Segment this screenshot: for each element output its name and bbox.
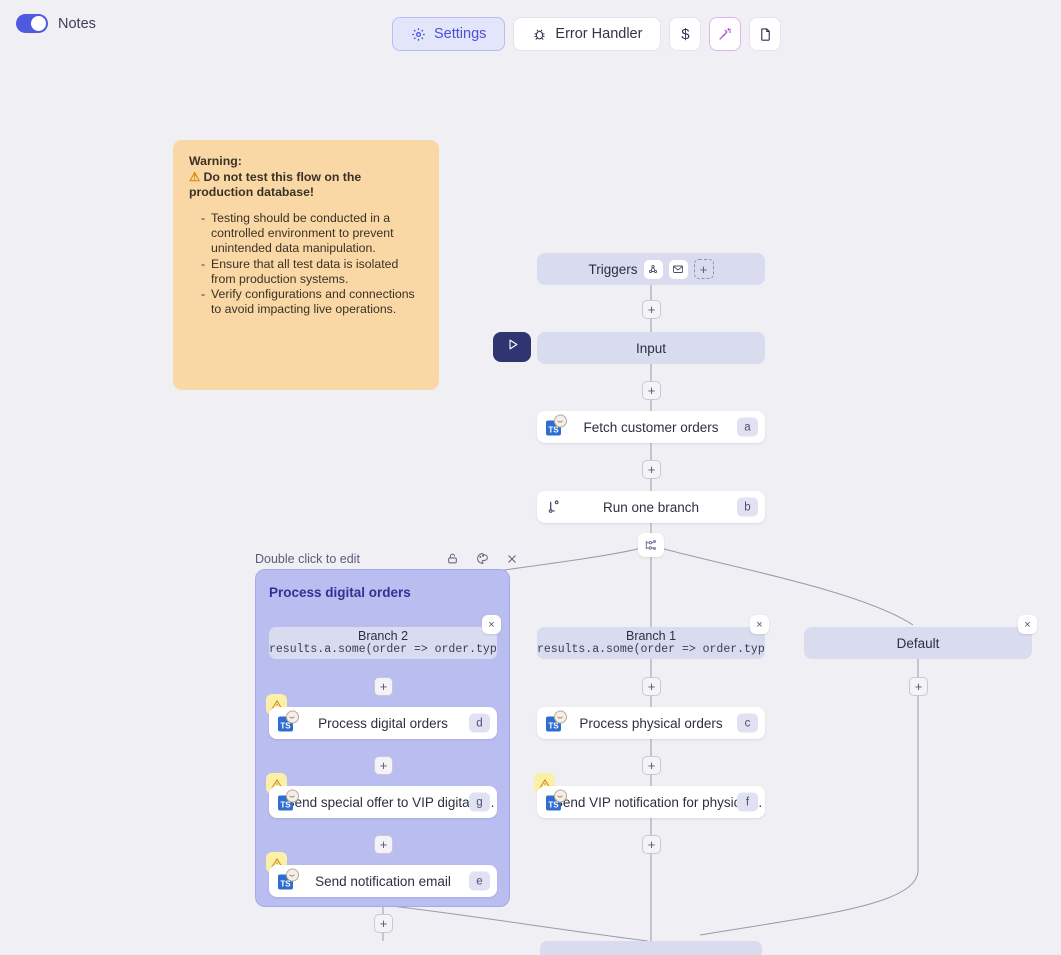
branch-default-header[interactable]: Default xyxy=(804,627,1032,659)
close-icon[interactable] xyxy=(506,552,518,570)
branch-name: Branch 2 xyxy=(357,628,409,643)
add-trigger-button[interactable]: + xyxy=(693,259,714,279)
settings-label: Settings xyxy=(434,26,487,42)
palette-icon[interactable] xyxy=(476,552,489,570)
list-item: Testing should be conducted in a control… xyxy=(201,211,423,256)
node-send-notification-email[interactable]: TS Send notification email e xyxy=(269,865,497,897)
gear-icon xyxy=(411,27,426,42)
node-key: d xyxy=(469,713,490,733)
settings-button[interactable]: Settings xyxy=(392,17,506,51)
node-fetch-customer-orders[interactable]: TS Fetch customer orders a xyxy=(537,411,765,443)
branch-1-header[interactable]: Branch 1 results.a.some(order => order.t… xyxy=(537,627,765,659)
list-item: Ensure that all test data is isolated fr… xyxy=(201,257,423,287)
add-step-button[interactable]: + xyxy=(374,677,393,696)
bug-icon xyxy=(532,27,547,42)
magic-wand-icon xyxy=(717,26,733,42)
error-handler-label: Error Handler xyxy=(555,26,643,42)
group-title: Process digital orders xyxy=(269,585,411,600)
cost-button[interactable]: $ xyxy=(669,17,702,51)
triggers-label: Triggers xyxy=(588,261,638,277)
run-icon xyxy=(505,337,520,357)
warning-note-card[interactable]: Warning: ⚠ Do not test this flow on the … xyxy=(173,140,439,390)
add-step-button[interactable]: + xyxy=(642,381,661,400)
run-workflow-button[interactable] xyxy=(493,332,531,362)
typescript-icon: TS xyxy=(278,868,299,890)
branch-2-header[interactable]: Branch 2 results.a.some(order => order.t… xyxy=(269,627,497,659)
typescript-icon: TS xyxy=(278,710,299,732)
note-heading: Warning: xyxy=(189,154,242,168)
branch-1-close-button[interactable]: × xyxy=(750,615,769,634)
node-process-digital-orders[interactable]: TS Process digital orders d xyxy=(269,707,497,739)
input-label: Input xyxy=(635,340,667,356)
notes-toggle[interactable] xyxy=(16,14,48,33)
node-process-physical-orders[interactable]: TS Process physical orders c xyxy=(537,707,765,739)
warning-emoji-icon: ⚠ xyxy=(189,169,201,184)
add-step-button[interactable]: + xyxy=(374,835,393,854)
node-title: Fetch customer orders xyxy=(583,419,719,435)
branch-name: Branch 1 xyxy=(625,628,677,643)
add-step-button[interactable]: + xyxy=(909,677,928,696)
node-key: a xyxy=(737,417,758,437)
typescript-icon: TS xyxy=(278,789,299,811)
node-key: b xyxy=(737,497,758,517)
list-item: Verify configurations and connections to… xyxy=(201,287,423,317)
add-step-button[interactable]: + xyxy=(374,914,393,933)
node-key: f xyxy=(737,792,758,812)
node-run-one-branch[interactable]: Run one branch b xyxy=(537,491,765,523)
note-subheading: ⚠ Do not test this flow on the productio… xyxy=(189,169,362,200)
branch-name: Default xyxy=(896,635,940,651)
triggers-node[interactable]: Triggers + xyxy=(537,253,765,285)
add-step-button[interactable]: + xyxy=(374,756,393,775)
node-title: Send notification email xyxy=(315,873,451,889)
input-node[interactable]: Input xyxy=(537,332,765,364)
envelope-icon[interactable] xyxy=(668,259,688,279)
add-step-button[interactable]: + xyxy=(642,460,661,479)
typescript-icon: TS xyxy=(546,414,567,436)
node-send-vip-notification[interactable]: TS Send VIP notification for physical...… xyxy=(537,786,765,818)
node-title: Process digital orders xyxy=(318,715,448,731)
typescript-icon: TS xyxy=(546,789,567,811)
group-caption: Double click to edit xyxy=(255,552,360,566)
group-toolbar xyxy=(446,552,518,570)
add-step-button[interactable]: + xyxy=(642,677,661,696)
top-toolbar: Notes Settings Error Handler $ xyxy=(0,0,1061,62)
magic-wand-button[interactable] xyxy=(709,17,742,51)
node-key: c xyxy=(737,713,758,733)
add-step-button[interactable]: + xyxy=(642,835,661,854)
node-key: g xyxy=(469,792,490,812)
notes-toggle-group: Notes xyxy=(16,14,96,33)
node-title: Run one branch xyxy=(602,499,700,515)
node-title: Send special offer to VIP digital c... xyxy=(285,794,495,810)
document-button[interactable] xyxy=(749,17,782,51)
branch-default-close-button[interactable]: × xyxy=(1018,615,1037,634)
add-step-button[interactable]: + xyxy=(642,300,661,319)
branch-expression: results.a.some(order => order.type xyxy=(269,643,497,657)
branch-split-icon[interactable] xyxy=(638,533,664,557)
add-step-button[interactable]: + xyxy=(642,756,661,775)
dollar-icon: $ xyxy=(681,25,690,43)
toolbar-button-group: Settings Error Handler $ xyxy=(392,17,782,51)
notes-label: Notes xyxy=(58,15,96,32)
branch-expression: results.a.some(order => order.type xyxy=(537,643,765,657)
node-send-special-offer[interactable]: TS Send special offer to VIP digital c..… xyxy=(269,786,497,818)
typescript-icon: TS xyxy=(546,710,567,732)
branch-icon xyxy=(546,499,562,515)
file-icon xyxy=(758,27,773,42)
error-handler-button[interactable]: Error Handler xyxy=(513,17,662,51)
node-key: e xyxy=(469,871,490,891)
node-title: Process physical orders xyxy=(579,715,723,731)
branch-2-close-button[interactable]: × xyxy=(482,615,501,634)
note-bullet-list: Testing should be conducted in a control… xyxy=(189,211,423,317)
node-title: Send VIP notification for physical... xyxy=(553,794,763,810)
merge-node-peek[interactable] xyxy=(540,941,762,955)
lock-icon[interactable] xyxy=(446,552,459,570)
webhook-icon[interactable] xyxy=(643,259,663,279)
